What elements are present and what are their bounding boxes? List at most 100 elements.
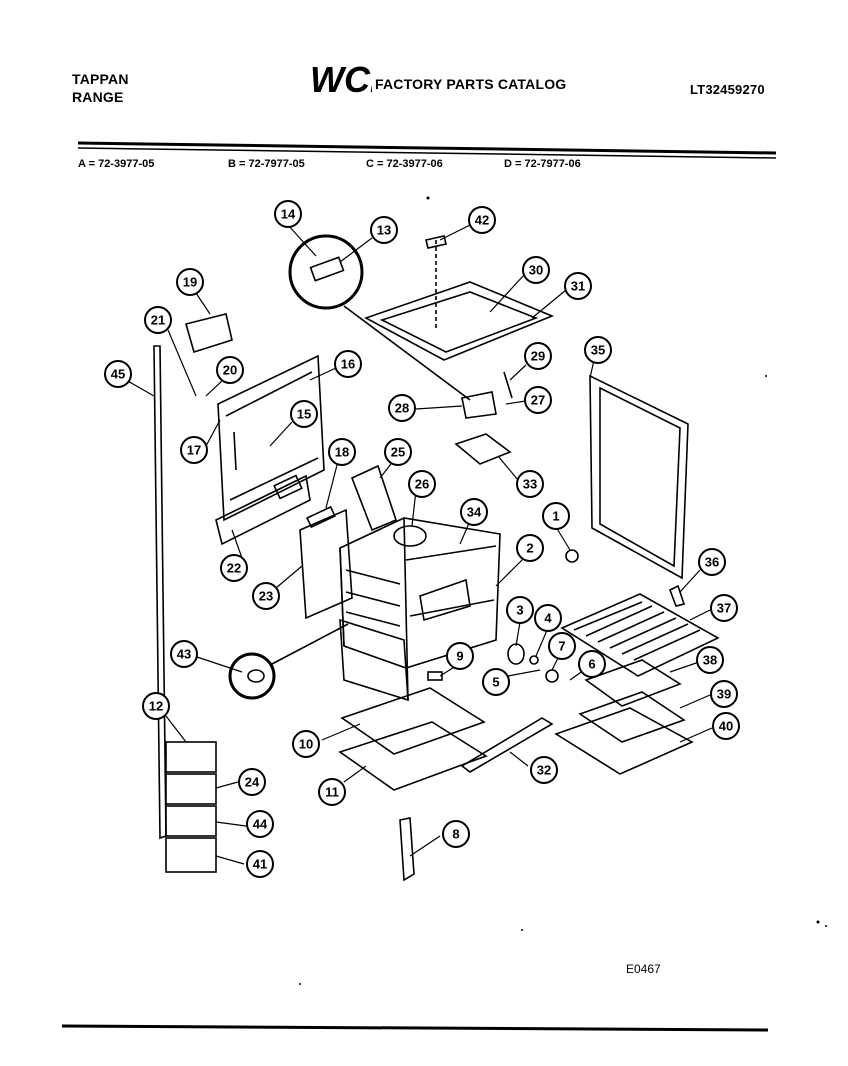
detail-circle (288, 234, 364, 310)
callout-label: 24 (245, 775, 260, 790)
valve-part (461, 391, 497, 419)
callout-circle (710, 680, 738, 708)
rail-part (460, 717, 554, 773)
callout-circle (292, 730, 320, 758)
callout-circle (318, 778, 346, 806)
lower-rear-panel-part (215, 474, 311, 546)
model-number: LT32459270 (690, 82, 765, 97)
cooktop-inner (379, 291, 539, 353)
grille-lines (573, 601, 701, 661)
callout-label: 36 (705, 555, 719, 570)
callout-circle (698, 548, 726, 576)
callout-circle (460, 498, 488, 526)
callout-circle (468, 206, 496, 234)
oven-inner-lines (405, 545, 497, 617)
callout-36: 36 (698, 548, 726, 576)
callout-circle (548, 632, 576, 660)
header-rule (77, 141, 777, 155)
sleeve-part (507, 643, 525, 665)
detail-block-part (309, 256, 345, 282)
bracket-part (185, 313, 233, 354)
callout-31: 31 (564, 272, 592, 300)
callout-circle (446, 642, 474, 670)
callout-6: 6 (578, 650, 606, 678)
callout-14: 14 (274, 200, 302, 228)
callout-41: 41 (246, 850, 274, 878)
callout-40: 40 (712, 712, 740, 740)
callout-label: 18 (335, 445, 349, 460)
callout-circle (578, 650, 606, 678)
tray-38-part (584, 659, 682, 707)
callout-17: 17 (180, 436, 208, 464)
callout-circle (384, 438, 412, 466)
callout-label: 8 (452, 827, 459, 842)
callout-circle (482, 668, 510, 696)
callout-label: 21 (151, 313, 165, 328)
rod-part (503, 371, 513, 399)
variant-b: B = 72-7977-05 (228, 158, 305, 170)
callout-label: 20 (223, 363, 237, 378)
callout-circle (524, 342, 552, 370)
callout-label: 41 (253, 857, 267, 872)
callout-label: 1 (552, 509, 559, 524)
callout-label: 26 (415, 477, 429, 492)
detail-leader (343, 305, 471, 401)
callout-label: 45 (111, 367, 125, 382)
callout-10: 10 (292, 730, 320, 758)
clip-part (427, 671, 443, 681)
callout-44: 44 (246, 810, 274, 838)
callout-label: 12 (149, 699, 163, 714)
callout-circle (220, 554, 248, 582)
callout-label: 33 (523, 477, 537, 492)
callout-circle (584, 336, 612, 364)
cap-part (545, 669, 559, 683)
kit-box-4 (165, 837, 217, 873)
igniter-leader (271, 623, 349, 665)
callout-label: 35 (591, 343, 605, 358)
tray-39-part (578, 691, 686, 743)
callout-label: 5 (492, 675, 499, 690)
callout-label: 16 (341, 357, 355, 372)
callout-43: 43 (170, 640, 198, 668)
callout-label: 31 (571, 279, 585, 294)
callout-circle (328, 438, 356, 466)
variant-a: A = 72-3977-05 (78, 158, 155, 170)
callout-30: 30 (522, 256, 550, 284)
callout-circle (712, 712, 740, 740)
brand-block: TAPPAN RANGE (72, 70, 129, 106)
grille-part (560, 593, 720, 677)
callout-13: 13 (370, 216, 398, 244)
callout-label: 42 (475, 213, 489, 228)
callout-circle (564, 272, 592, 300)
callout-circle (334, 350, 362, 378)
oven-body-part (339, 517, 501, 669)
callout-circle (104, 360, 132, 388)
callout-15: 15 (290, 400, 318, 428)
kit-box-3 (165, 805, 217, 837)
variant-c: C = 72-3977-06 (366, 158, 443, 170)
callout-21: 21 (144, 306, 172, 334)
bottom-plate-part (340, 687, 486, 755)
callout-label: 37 (717, 601, 731, 616)
callout-20: 20 (216, 356, 244, 384)
callout-circle (216, 356, 244, 384)
back-panel-label (273, 474, 303, 500)
callout-circle (142, 692, 170, 720)
callout-34: 34 (460, 498, 488, 526)
callout-label: 10 (299, 737, 313, 752)
callout-circle (252, 582, 280, 610)
callout-1: 1 (542, 502, 570, 530)
variant-d: D = 72-7977-06 (504, 158, 581, 170)
brand-name: TAPPAN (72, 71, 129, 87)
side-panel-part (589, 374, 689, 580)
callout-circle (388, 394, 416, 422)
tray-40-part (554, 707, 694, 775)
callout-8: 8 (442, 820, 470, 848)
small-block-part (306, 505, 336, 529)
callout-27: 27 (524, 386, 552, 414)
callout-18: 18 (328, 438, 356, 466)
callout-circle (542, 502, 570, 530)
callout-35: 35 (584, 336, 612, 364)
product-name: RANGE (72, 89, 124, 105)
oven-body-edges (339, 517, 409, 701)
